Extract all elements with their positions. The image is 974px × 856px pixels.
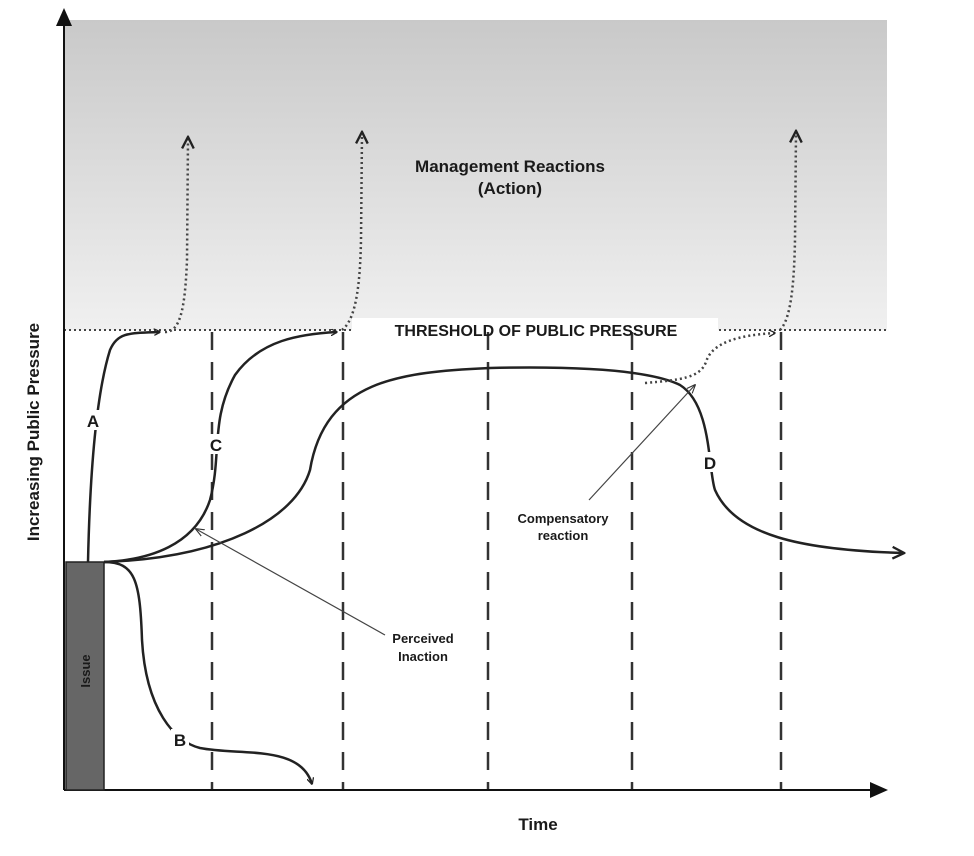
y-axis-arrowhead [56,8,72,26]
issue-label: Issue [78,654,93,687]
curve-d-label-background [700,452,720,472]
curve-b [103,560,312,784]
curve-c-action-path [341,133,362,331]
management-reactions-subtitle: (Action) [478,179,542,198]
management-reactions-title: Management Reactions [415,157,605,176]
perceived-label-line2: Inaction [398,649,448,664]
perceived-label-line1: Perceived [392,631,453,646]
threshold-label: THRESHOLD OF PUBLIC PRESSURE [395,323,678,340]
curve-a-label: A [87,412,99,431]
y-axis-label: Increasing Public Pressure [24,323,43,541]
curve-b-label-background [171,729,189,749]
x-axis-label: Time [518,815,557,834]
issue-bar [65,561,105,791]
curve-c-label-background [207,434,225,454]
compensatory-reaction-pointer [588,385,695,501]
curve-d-action-path [779,132,796,331]
curve-d-label: D [704,454,716,473]
curve-c-label: C [210,436,222,455]
compensatory-label-line2: reaction [538,528,589,543]
curve-b-label: B [174,731,186,750]
curve-d [103,366,903,564]
x-axis-arrowhead [870,782,888,798]
management-reaction-zone [64,20,887,330]
threshold-label-background [352,318,718,342]
perceived-inaction-pointer [196,529,386,636]
curve-a [86,332,160,563]
curve-a-label-background [84,410,102,430]
compensatory-label-line1: Compensatory [517,511,609,526]
time-markers [210,332,783,790]
